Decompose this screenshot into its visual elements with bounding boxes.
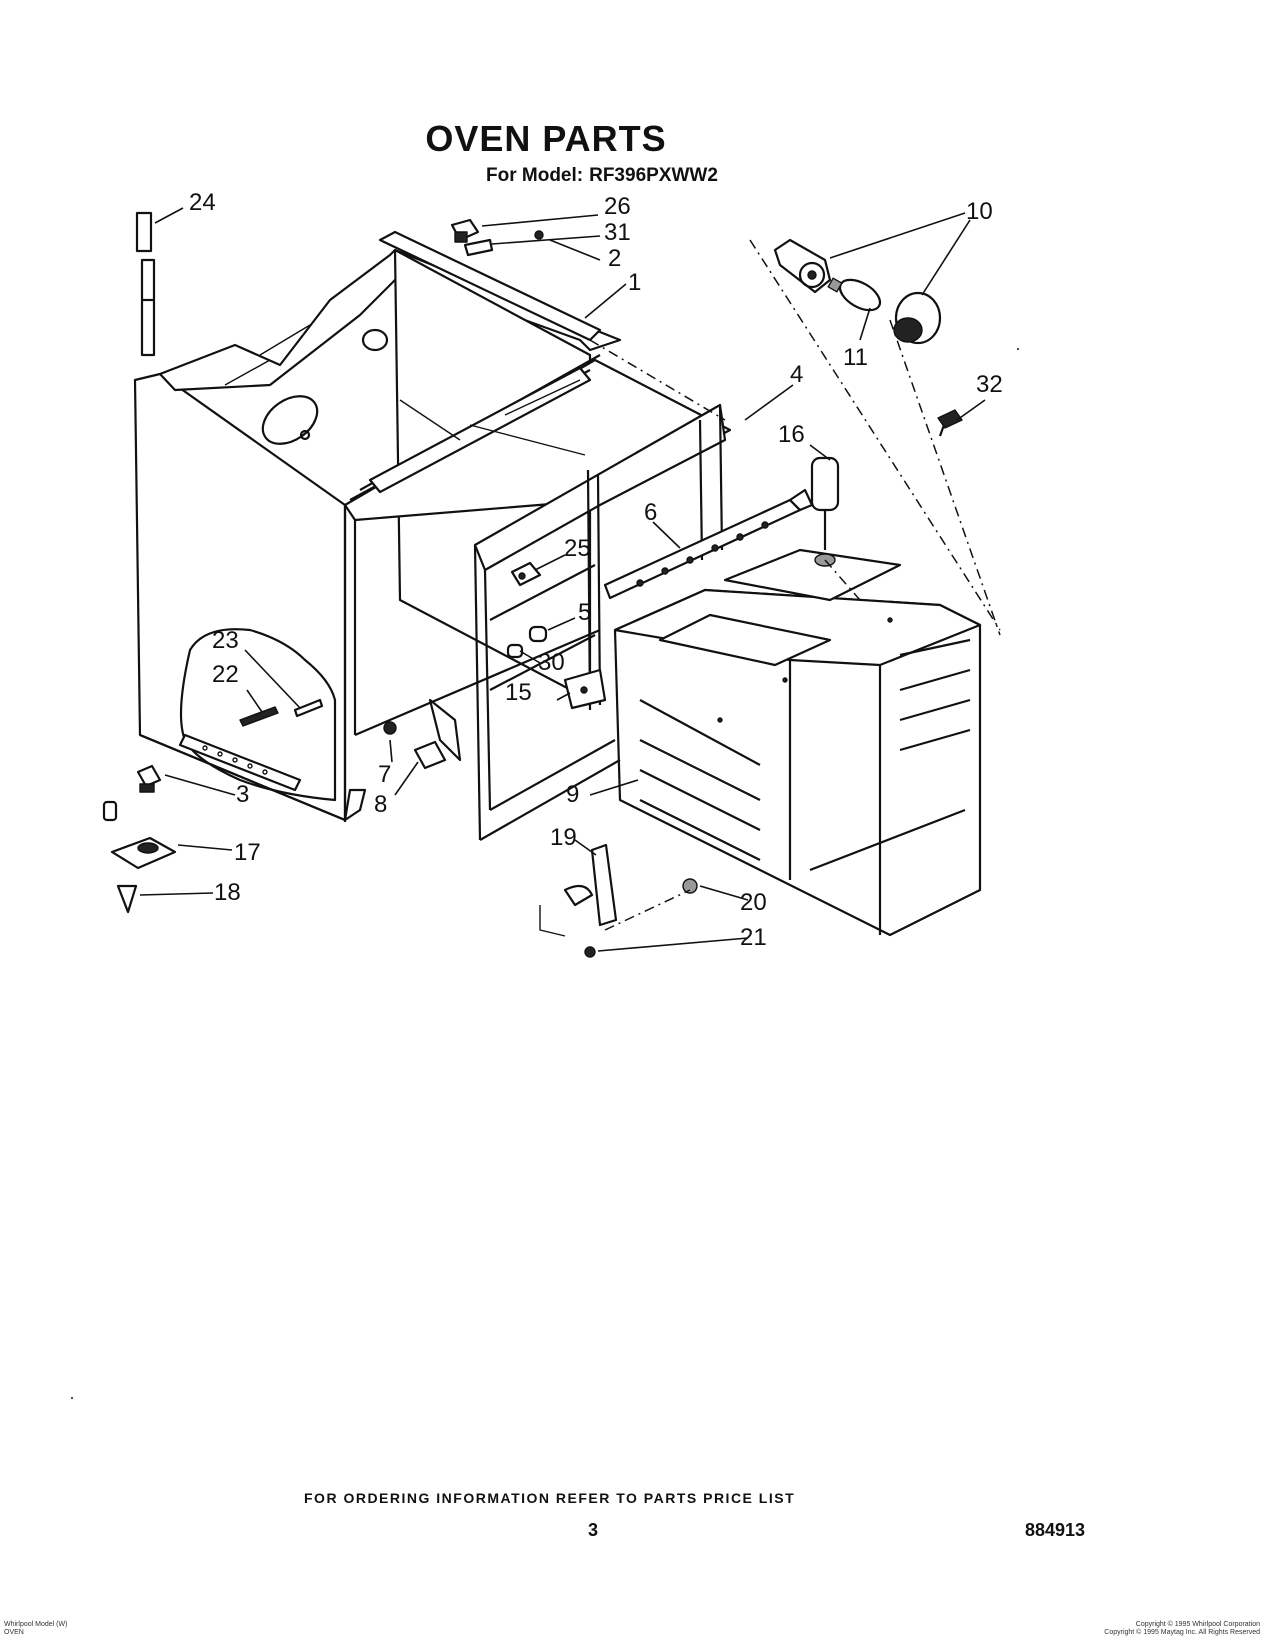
burner-tube [178, 733, 302, 792]
callout-24: 24 [189, 189, 216, 216]
thermostat-26 [450, 218, 480, 243]
oven-frame-4 [473, 403, 727, 841]
spring-23 [293, 698, 324, 718]
fine-print-left-1: Whirlpool Model (W) [4, 1621, 68, 1628]
callout-1: 1 [628, 269, 641, 296]
spring-22 [239, 706, 279, 727]
grommet-7 [383, 721, 397, 735]
callout-7: 7 [378, 761, 391, 788]
page-title: OVEN PARTS [425, 118, 667, 159]
model-subtitle: For Model:RF396PXWW2 [486, 165, 718, 187]
callout-20: 20 [740, 889, 767, 916]
callout-15: 15 [505, 679, 532, 706]
leg-18 [116, 884, 138, 914]
bracket-31 [463, 238, 494, 257]
ordering-note: FOR ORDERING INFORMATION REFER TO PARTS … [304, 1490, 796, 1506]
fine-print-left-2: OVEN [4, 1629, 24, 1636]
leveler-3 [136, 764, 162, 793]
screw-21 [584, 946, 596, 958]
callout-19: 19 [550, 824, 577, 851]
callout-18: 18 [214, 879, 241, 906]
callout-23: 23 [212, 627, 239, 654]
document-number: 884913 [1025, 1520, 1086, 1540]
fine-print-left: Whirlpool Model (W) OVEN [4, 1621, 67, 1637]
callout-22: 22 [212, 661, 239, 688]
callout-2: 2 [608, 245, 621, 272]
callout-17: 17 [234, 839, 261, 866]
light-lens [893, 291, 942, 345]
fine-print-right-2: Copyright © 1995 Maytag Inc. All Rights … [1104, 1629, 1260, 1636]
callout-30: 30 [538, 649, 565, 676]
knob-20 [682, 878, 698, 894]
burner-6 [603, 488, 814, 600]
callout-8: 8 [374, 791, 387, 818]
fine-print-right: Copyright © 1995 Whirlpool Corporation C… [1010, 1621, 1260, 1637]
callout-3: 3 [236, 781, 249, 808]
bracket-8 [413, 698, 462, 770]
clip-32 [937, 409, 963, 437]
light-bulb-11 [827, 277, 882, 312]
callout-21: 21 [740, 924, 767, 951]
fitting-30 [506, 643, 524, 659]
leader-lines [139, 207, 986, 952]
hinge-19 [563, 843, 618, 927]
callout-5: 5 [578, 599, 591, 626]
light-socket-10 [773, 238, 832, 294]
oven-liner [613, 548, 982, 937]
callout-labels: 24 26 31 2 1 10 11 32 4 16 6 25 5 30 15 … [189, 189, 1003, 951]
bracket-15 [563, 668, 607, 710]
callout-9: 9 [566, 781, 579, 808]
orifice-25 [510, 561, 542, 587]
model-number: RF396PXWW2 [589, 165, 718, 186]
callout-16: 16 [778, 421, 805, 448]
fine-print-right-1: Copyright © 1995 Whirlpool Corporation [1135, 1621, 1260, 1628]
page-number: 3 [588, 1520, 599, 1540]
callout-10: 10 [966, 198, 993, 225]
callout-26: 26 [604, 193, 631, 220]
model-prefix: For Model: [486, 165, 584, 186]
side-bracket-24 [135, 211, 156, 357]
screw-2 [534, 230, 544, 240]
callout-11: 11 [843, 344, 868, 371]
spud-5 [528, 625, 548, 643]
bracket-17 [110, 836, 177, 870]
callout-31: 31 [604, 219, 631, 246]
screw-left [102, 800, 118, 822]
callout-6: 6 [644, 499, 657, 526]
callout-32: 32 [976, 371, 1003, 398]
igniter-16 [810, 456, 840, 567]
callout-4: 4 [790, 361, 803, 388]
callout-25: 25 [564, 535, 591, 562]
